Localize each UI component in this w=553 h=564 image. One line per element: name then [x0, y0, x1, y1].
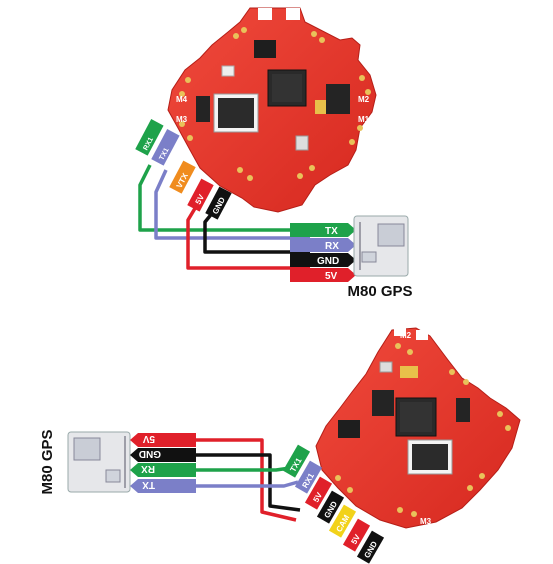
top-gps-module	[353, 215, 409, 277]
pin-tx: TX	[130, 479, 196, 493]
tab-5v: 5V	[194, 192, 207, 205]
svg-text:RX: RX	[141, 463, 155, 474]
bottom-flight-controller: M2 M3	[315, 326, 521, 529]
motor-label: M2	[400, 331, 412, 340]
bottom-gps-module	[67, 431, 131, 493]
svg-text:RX: RX	[325, 241, 339, 252]
top-gps-connector: TX RX GND 5V	[290, 223, 356, 282]
svg-text:5V: 5V	[142, 433, 155, 444]
pin-5v: 5V	[130, 433, 196, 447]
bottom-gps-connector: 5V GND RX TX	[130, 433, 196, 493]
motor-label: M3	[420, 517, 432, 526]
svg-text:GND: GND	[317, 256, 339, 267]
pin-gnd: GND	[290, 253, 356, 267]
svg-text:TX: TX	[325, 226, 338, 237]
pin-rx: RX	[290, 238, 356, 252]
pin-rx: RX	[130, 463, 196, 477]
motor-label: M4	[176, 95, 188, 104]
motor-label: M1	[358, 115, 370, 124]
pin-5v: 5V	[290, 268, 356, 282]
svg-text:5V: 5V	[325, 271, 338, 282]
pin-tx: TX	[290, 223, 356, 237]
bottom-gps-title: M80 GPS	[39, 429, 56, 494]
motor-label: M2	[358, 95, 370, 104]
motor-label: M3	[176, 115, 188, 124]
pin-gnd: GND	[130, 448, 196, 462]
svg-text:GND: GND	[139, 448, 161, 459]
top-gps-title: M80 GPS	[347, 283, 412, 300]
svg-text:TX: TX	[142, 479, 155, 490]
top-flight-controller: M4 M3 M2 M1	[167, 7, 377, 213]
